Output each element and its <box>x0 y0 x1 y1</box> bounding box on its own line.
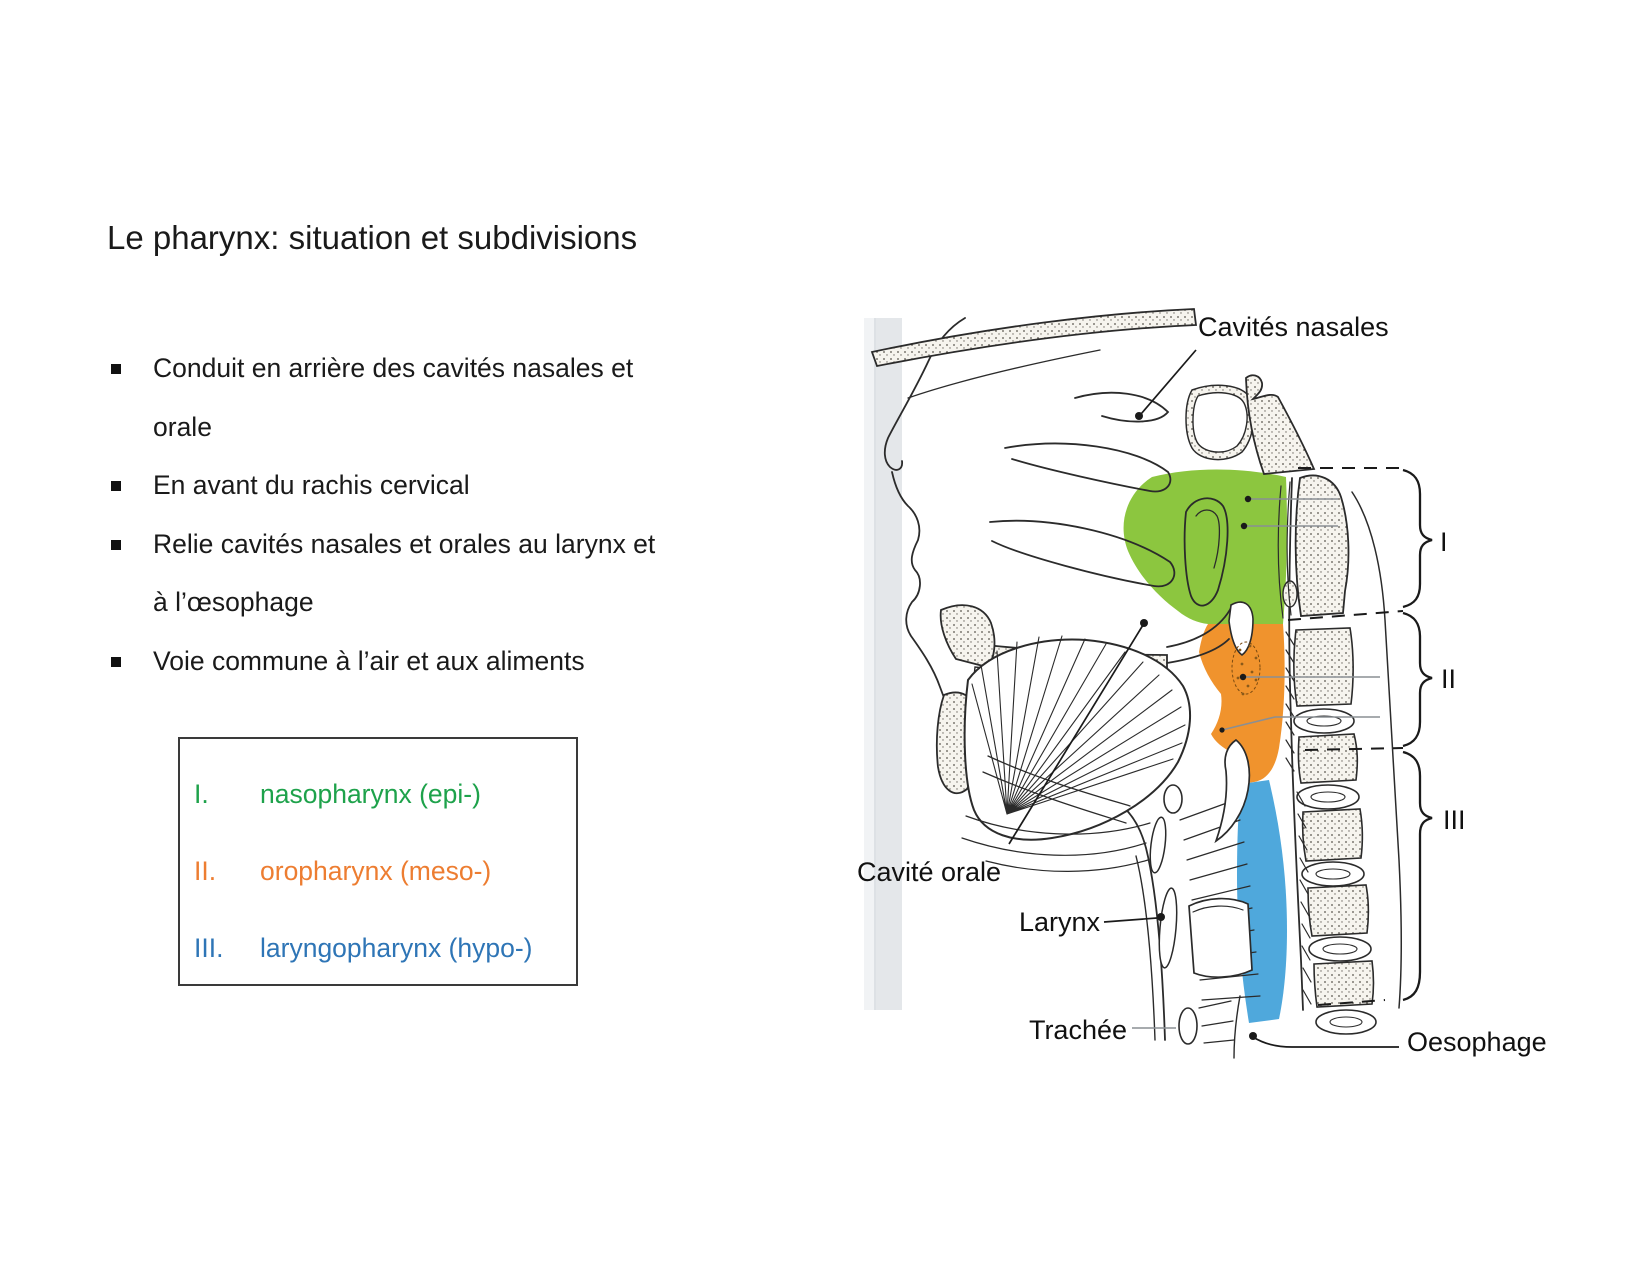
section-braces <box>1402 468 1433 1002</box>
bullet-square-icon <box>111 656 121 667</box>
label-oesophage: Oesophage <box>1407 1027 1547 1057</box>
vertebra-c5 <box>1301 808 1364 862</box>
torus-tubarius <box>1183 497 1229 607</box>
inferior-concha <box>989 519 1176 588</box>
legend-numeral: III. <box>194 933 224 963</box>
larynx-cavity <box>1188 897 1253 978</box>
page-title: Le pharynx: situation et subdivisions <box>107 219 638 256</box>
bullet-text: Voie commune à l’air et aux aliments <box>153 645 585 676</box>
hyoid-bone <box>1163 784 1183 814</box>
oesophagus-leader <box>1252 1036 1399 1048</box>
label-larynx: Larynx <box>1019 907 1101 937</box>
scan-edge-shadow <box>874 318 902 1010</box>
section-numeral-3: III <box>1443 805 1466 835</box>
clivus-bone <box>1245 374 1316 475</box>
dens-axis-bone <box>1294 474 1350 617</box>
bullet-text: En avant du rachis cervical <box>153 470 470 500</box>
prevertebral-muscle-lines <box>1277 481 1292 619</box>
label-cavites-nasales: Cavités nasales <box>1198 312 1389 342</box>
legend-item-laryngopharynx: III. laryngopharynx (hypo-) <box>180 910 576 987</box>
submandibular-lines <box>982 755 1131 824</box>
trachea-wall <box>1233 995 1241 1059</box>
spine-posterior-contour <box>1351 491 1402 1009</box>
scan-edge-shadow <box>864 318 876 1010</box>
sagittal-head-diagram: Cavités nasales Cavité orale Larynx Trac… <box>857 308 1547 1059</box>
brace-section-3 <box>1402 750 1433 1002</box>
soft-palate-lower-line <box>1166 638 1230 664</box>
pharynx-subdivision-legend: I. nasopharynx (epi-) II. oropharynx (meso… <box>178 737 578 986</box>
soft-palate-upper-line <box>1166 605 1233 648</box>
line-art <box>870 308 1402 1059</box>
section-numeral-2: II <box>1441 664 1456 694</box>
vertebra-c4 <box>1297 733 1359 784</box>
middle-concha <box>1004 442 1172 493</box>
legend-item-nasopharynx: I. nasopharynx (epi-) <box>180 756 576 833</box>
section-numeral-1: I <box>1440 527 1448 557</box>
laryngopharynx-region <box>1237 780 1287 1023</box>
vertebra-c7 <box>1313 960 1375 1008</box>
trachea-rings <box>1198 1000 1235 1044</box>
label-cavite-orale: Cavité orale <box>857 857 1001 887</box>
bullet-text: Conduit en arrière des cavités nasales e… <box>153 353 634 442</box>
larynx-rim-line <box>1192 905 1244 913</box>
black-leader-dots <box>1135 412 1257 1040</box>
nasal-bone-line <box>907 349 1101 399</box>
superior-concha <box>1074 391 1170 423</box>
legend-numeral: II. <box>194 856 217 886</box>
diagram-labels: Cavités nasales Cavité orale Larynx Trac… <box>857 312 1547 1057</box>
oropharynx-region <box>1199 624 1285 784</box>
nasopharynx-region <box>1123 469 1287 624</box>
thyroid-cartilage-strip <box>1158 887 1178 969</box>
bullet-item: Voie commune à l’air et aux aliments <box>106 632 661 691</box>
bullet-square-icon <box>111 481 121 491</box>
oral-cavity-leader <box>1008 624 1144 845</box>
bullet-list: Conduit en arrière des cavités nasales e… <box>106 339 661 690</box>
legend-label: laryngopharynx (hypo-) <box>260 933 533 963</box>
legend-numeral: I. <box>194 779 209 809</box>
sphenoid-sinus <box>1192 391 1248 453</box>
brace-section-1 <box>1402 468 1433 609</box>
legend-label: oropharynx (meso-) <box>260 856 492 886</box>
bullet-item: En avant du rachis cervical <box>106 456 661 515</box>
black-leader-lines <box>1008 349 1399 1048</box>
tonsil-dots <box>1236 644 1258 696</box>
cricoid-arch <box>1178 1007 1198 1045</box>
nasal-cavity-leader <box>1140 349 1197 415</box>
bullet-item: Conduit en arrière des cavités nasales e… <box>106 339 661 456</box>
bullet-text: Relie cavités nasales et orales au laryn… <box>153 528 656 618</box>
intervertebral-discs <box>1293 708 1377 1035</box>
bullet-item: Relie cavités nasales et orales au laryn… <box>106 515 661 632</box>
vertebra-c6 <box>1307 884 1370 937</box>
tube-opening-curve <box>1195 509 1221 569</box>
gray-leader-lines <box>1132 498 1380 1029</box>
legend-label: nasopharynx (epi-) <box>260 779 481 809</box>
bullet-square-icon <box>111 364 121 374</box>
tonsil-texture-outline <box>1231 641 1261 695</box>
bullet-square-icon <box>111 539 121 550</box>
spine-front-line <box>1288 477 1304 1011</box>
retropharyngeal-hatch <box>1296 791 1312 1005</box>
tongue-muscle-fan <box>971 635 1186 815</box>
gray-leader-dots <box>1219 495 1252 733</box>
vertebra-c3 <box>1293 627 1354 707</box>
neck-inner-line <box>1135 855 1156 1041</box>
legend-item-oropharynx: II. oropharynx (meso-) <box>180 833 576 910</box>
skull-base-bone <box>870 308 1198 368</box>
mylohyoid-lines <box>961 815 1151 872</box>
label-trachee: Trachée <box>1029 1015 1127 1045</box>
thyrohyoid-strip <box>1149 816 1167 874</box>
pharyngeal-wall-hatch <box>1285 631 1295 772</box>
lips-chin-neck-profile <box>891 471 1166 1041</box>
maxilla-bone <box>939 604 996 669</box>
section-dashed-lines <box>1287 467 1404 1006</box>
epiglottis <box>1214 738 1251 844</box>
brace-section-2 <box>1402 611 1433 748</box>
larynx-leader <box>1103 917 1158 923</box>
